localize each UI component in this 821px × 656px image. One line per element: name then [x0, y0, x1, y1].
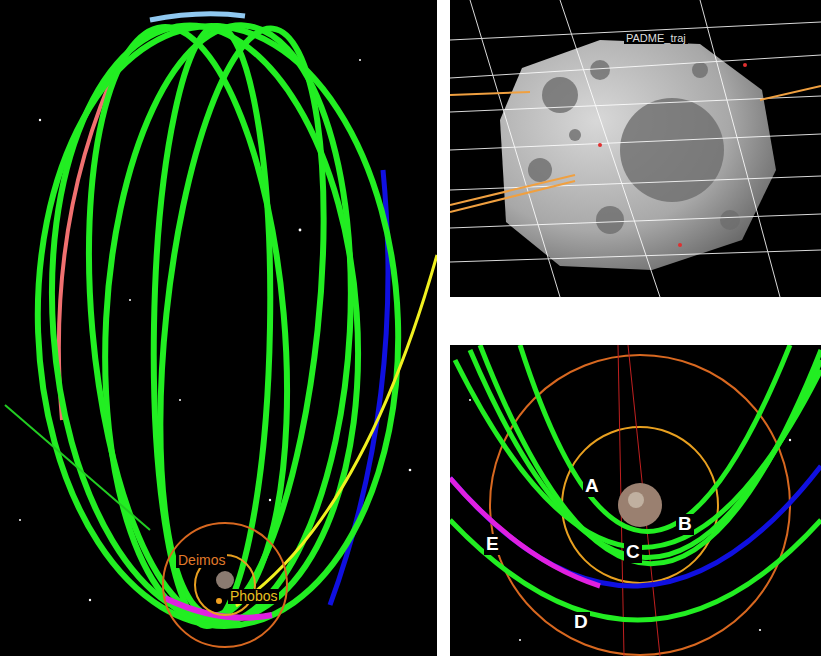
lightblue-arc — [150, 14, 245, 20]
mars-marking — [628, 492, 644, 508]
phobos-panel — [450, 0, 821, 297]
yellow-trajectory — [236, 255, 437, 606]
space-ground — [450, 345, 821, 656]
phobos-orbit — [562, 427, 718, 583]
point-letter: D — [572, 612, 590, 633]
label-text: Deimos — [178, 552, 225, 568]
trajectory-lines — [450, 0, 821, 297]
mars-body — [216, 571, 234, 589]
point-letter: E — [484, 534, 501, 555]
orbit-curves — [450, 345, 821, 620]
orbit-ellipses — [28, 15, 409, 632]
label-text: C — [626, 541, 640, 562]
deimos-orbit — [163, 523, 287, 647]
deimos-orbit — [490, 355, 790, 655]
point-letter: A — [583, 476, 601, 497]
phobos-dot — [216, 598, 222, 604]
overview-panel — [0, 0, 437, 656]
label-text: A — [585, 475, 599, 496]
space-ground — [0, 0, 437, 656]
moon-label: Phobos — [228, 589, 279, 604]
approach-line — [5, 405, 150, 530]
label-text: PADME_traj — [626, 32, 686, 44]
mars-body — [618, 483, 662, 527]
orange-lines — [450, 86, 821, 212]
magenta-arc — [450, 478, 600, 586]
craters — [528, 60, 740, 234]
marker-dots — [598, 63, 747, 247]
label-text: E — [486, 533, 499, 554]
label-text: Phobos — [230, 588, 277, 604]
zoom-panel — [450, 345, 821, 656]
trajectory-label: PADME_traj — [624, 32, 688, 44]
moon-label: Deimos — [176, 553, 227, 568]
point-letter: C — [624, 542, 642, 563]
label-text: B — [678, 513, 692, 534]
label-text: D — [574, 611, 588, 632]
point-letter: B — [676, 514, 694, 535]
space-ground — [450, 0, 821, 297]
